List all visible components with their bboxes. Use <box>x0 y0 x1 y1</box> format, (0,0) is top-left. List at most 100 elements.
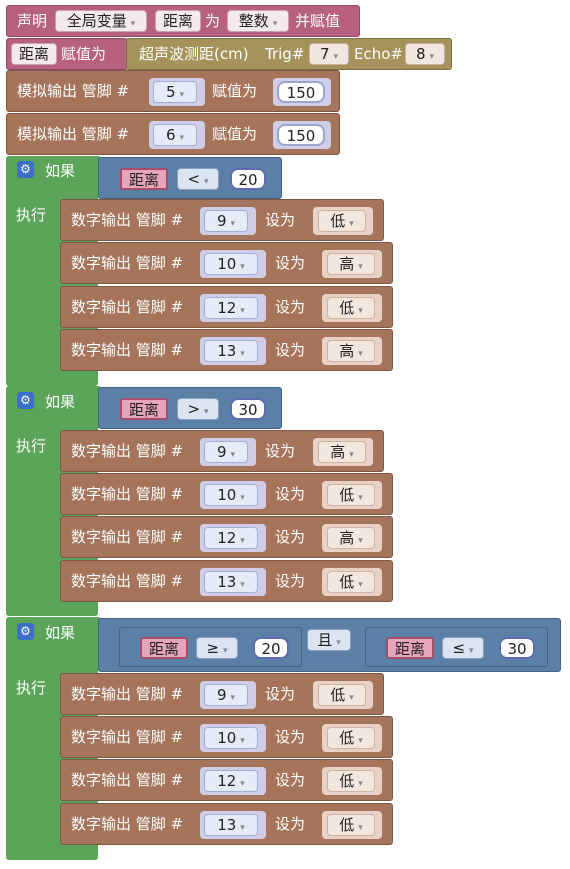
analog-write-block[interactable]: 模拟输出 管脚 # 5▾ 赋值为 150 <box>6 70 340 112</box>
pin-slot: 12▾ <box>200 767 266 795</box>
ultrasonic-sensor-block[interactable]: 超声波测距(cm) Trig# 7▾ Echo# 8▾ <box>126 38 452 70</box>
operator-dropdown[interactable]: ≥▾ <box>196 637 238 659</box>
level-dropdown[interactable]: 低▾ <box>327 770 375 792</box>
level-dropdown[interactable]: 低▾ <box>327 727 375 749</box>
echo-pin-dropdown[interactable]: 8▾ <box>405 43 445 65</box>
digital-write-block[interactable]: 数字输出 管脚 # 10▾ 设为 低▾ <box>60 716 393 758</box>
set-label: 设为 <box>275 528 306 546</box>
digital-pin-dropdown[interactable]: 13▾ <box>204 340 258 362</box>
digital-pin-dropdown[interactable]: 9▾ <box>204 441 248 463</box>
digital-pin-dropdown[interactable]: 13▾ <box>204 571 258 593</box>
level-value: 低 <box>339 772 355 790</box>
compare-value-field[interactable]: 30 <box>499 637 535 659</box>
level-dropdown[interactable]: 高▾ <box>318 441 366 463</box>
level-dropdown[interactable]: 低▾ <box>327 484 375 506</box>
analog-value-field[interactable]: 150 <box>277 124 325 146</box>
trig-pin-dropdown[interactable]: 7▾ <box>309 43 349 65</box>
level-slot: 低▾ <box>313 207 373 235</box>
digital-write-block[interactable]: 数字输出 管脚 # 12▾ 设为 低▾ <box>60 286 393 328</box>
pin-slot: 13▾ <box>200 337 266 365</box>
digital-write-block[interactable]: 数字输出 管脚 # 10▾ 设为 高▾ <box>60 242 393 284</box>
level-dropdown[interactable]: 高▾ <box>327 253 375 275</box>
compare-variable[interactable]: 距离 <box>120 398 168 420</box>
compare-variable[interactable]: 距离 <box>140 637 188 659</box>
level-dropdown[interactable]: 低▾ <box>318 684 366 706</box>
level-dropdown[interactable]: 低▾ <box>318 210 366 232</box>
analog-pin-value: 6 <box>165 126 176 144</box>
digital-pin-value: 13 <box>217 573 237 591</box>
level-dropdown[interactable]: 低▾ <box>327 814 375 836</box>
digital-pin-dropdown[interactable]: 12▾ <box>204 297 258 319</box>
digital-write-block[interactable]: 数字输出 管脚 # 10▾ 设为 低▾ <box>60 473 393 515</box>
level-slot: 高▾ <box>322 250 382 278</box>
pin-slot: 9▾ <box>200 438 256 466</box>
compare-block-1[interactable]: 距离 <▾ 20 <box>98 157 282 199</box>
variable-name-field[interactable]: 距离 <box>155 10 201 32</box>
set-label: 设为 <box>265 685 296 703</box>
do-label: 执行 <box>16 679 47 697</box>
chevron-down-icon: ▾ <box>358 580 363 590</box>
compare-block-2[interactable]: 距离 >▾ 30 <box>98 387 282 429</box>
level-dropdown[interactable]: 低▾ <box>327 571 375 593</box>
chevron-down-icon: ▾ <box>240 306 245 316</box>
digital-write-block[interactable]: 数字输出 管脚 # 12▾ 设为 高▾ <box>60 516 393 558</box>
digital-pin-dropdown[interactable]: 10▾ <box>204 727 258 749</box>
compare-block-left[interactable]: 距离 ≥▾ 20 <box>119 627 302 667</box>
digital-write-block[interactable]: 数字输出 管脚 # 13▾ 设为 低▾ <box>60 803 393 845</box>
do-label: 执行 <box>16 206 47 224</box>
logic-operator-dropdown[interactable]: 且▾ <box>307 629 351 651</box>
compare-value-field[interactable]: 20 <box>253 637 289 659</box>
level-dropdown[interactable]: 高▾ <box>327 527 375 549</box>
declare-label: 声明 <box>17 12 48 30</box>
level-value: 低 <box>330 212 346 230</box>
level-dropdown[interactable]: 低▾ <box>327 297 375 319</box>
analog-pin-dropdown[interactable]: 6▾ <box>153 124 197 146</box>
digital-pin-value: 9 <box>216 212 227 230</box>
chevron-down-icon: ▾ <box>240 736 245 746</box>
set-label: 设为 <box>275 341 306 359</box>
digital-pin-value: 10 <box>217 729 237 747</box>
digital-pin-dropdown[interactable]: 13▾ <box>204 814 258 836</box>
digital-write-block[interactable]: 数字输出 管脚 # 9▾ 设为 高▾ <box>60 430 384 472</box>
gear-icon[interactable]: ⚙ <box>17 623 34 640</box>
analog-value-field[interactable]: 150 <box>277 81 325 103</box>
digital-write-block[interactable]: 数字输出 管脚 # 13▾ 设为 高▾ <box>60 329 393 371</box>
digital-pin-value: 13 <box>217 816 237 834</box>
compare-block-right[interactable]: 距离 ≤▾ 30 <box>365 627 548 667</box>
digital-write-block[interactable]: 数字输出 管脚 # 12▾ 设为 低▾ <box>60 759 393 801</box>
compare-value-field[interactable]: 20 <box>230 168 266 190</box>
digital-pin-dropdown[interactable]: 9▾ <box>204 210 248 232</box>
digital-pin-dropdown[interactable]: 9▾ <box>204 684 248 706</box>
compare-variable[interactable]: 距离 <box>120 168 168 190</box>
logic-and-block[interactable]: 距离 ≥▾ 20 且▾ 距离 ≤▾ 30 <box>98 618 561 672</box>
compare-value-field[interactable]: 30 <box>230 398 266 420</box>
type-dropdown[interactable]: 整数▾ <box>227 10 289 32</box>
level-dropdown[interactable]: 高▾ <box>327 340 375 362</box>
digital-pin-dropdown[interactable]: 12▾ <box>204 770 258 792</box>
if-label: 如果 <box>45 393 76 411</box>
level-value: 低 <box>339 299 355 317</box>
scope-dropdown[interactable]: 全局变量▾ <box>55 10 147 32</box>
gear-icon[interactable]: ⚙ <box>17 392 34 409</box>
chevron-down-icon: ▾ <box>336 638 341 648</box>
assign-variable-block[interactable]: 距离 赋值为 <box>6 38 128 70</box>
compare-variable[interactable]: 距离 <box>386 637 434 659</box>
declare-variable-block[interactable]: 声明 全局变量▾ 距离 为 整数▾ 并赋值 <box>6 5 360 37</box>
assign-variable-value: 距离 <box>18 45 49 63</box>
analog-pin-dropdown[interactable]: 5▾ <box>153 81 197 103</box>
operator-dropdown[interactable]: ≤▾ <box>442 637 484 659</box>
analog-write-block[interactable]: 模拟输出 管脚 # 6▾ 赋值为 150 <box>6 113 340 155</box>
gear-icon[interactable]: ⚙ <box>17 161 34 178</box>
chevron-down-icon: ▾ <box>240 493 245 503</box>
digital-write-block[interactable]: 数字输出 管脚 # 9▾ 设为 低▾ <box>60 673 384 715</box>
digital-write-block[interactable]: 数字输出 管脚 # 13▾ 设为 低▾ <box>60 560 393 602</box>
level-value: 高 <box>330 443 346 461</box>
digital-pin-dropdown[interactable]: 12▾ <box>204 527 258 549</box>
assign-variable-field[interactable]: 距离 <box>11 43 57 65</box>
digital-write-block[interactable]: 数字输出 管脚 # 9▾ 设为 低▾ <box>60 199 384 241</box>
echo-label: Echo# <box>354 45 403 63</box>
operator-dropdown[interactable]: >▾ <box>177 398 219 420</box>
digital-pin-dropdown[interactable]: 10▾ <box>204 253 258 275</box>
digital-pin-dropdown[interactable]: 10▾ <box>204 484 258 506</box>
operator-dropdown[interactable]: <▾ <box>177 168 219 190</box>
